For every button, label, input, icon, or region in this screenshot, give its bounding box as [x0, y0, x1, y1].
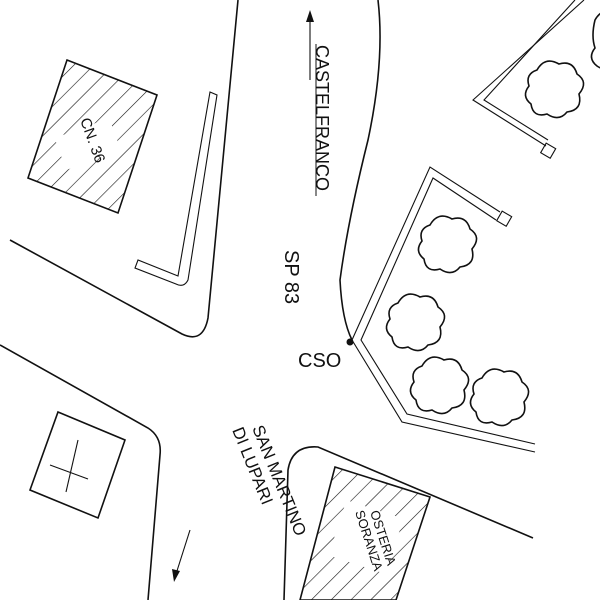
label-cso: CSO: [298, 350, 341, 372]
arrow-north-icon: [306, 10, 314, 80]
arrow-south-icon: [172, 529, 191, 582]
trees: [385, 12, 600, 427]
road-edge-southeast: [283, 446, 534, 600]
tree-icon: [469, 368, 530, 427]
tree-icon: [385, 293, 446, 352]
tree-icon: [524, 60, 585, 119]
cross-marker: [28, 410, 127, 520]
fence-northeast-inner: [483, 0, 576, 141]
building-osteria-soranza: OSTERIA SORANZA: [299, 465, 432, 600]
building-cn36: CN. 36: [27, 58, 158, 215]
label-road-number: SP 83: [280, 250, 302, 304]
fence-post: [495, 210, 513, 227]
tree-icon: [409, 356, 470, 415]
fence-northeast: [472, 0, 585, 147]
cso-point-icon: [346, 338, 354, 346]
road-edge-northeast: [339, 0, 381, 341]
tree-icon: [417, 215, 478, 274]
fence-east: [351, 166, 536, 453]
road-edge-southwest: [0, 344, 162, 600]
traffic-island: [134, 91, 218, 286]
fence-east-inner: [360, 177, 536, 445]
fence-post: [539, 142, 557, 159]
label-castelfranco: CASTELFRANCO: [312, 45, 332, 191]
road-edge-northwest: [9, 0, 239, 338]
tree-icon: [590, 12, 600, 69]
